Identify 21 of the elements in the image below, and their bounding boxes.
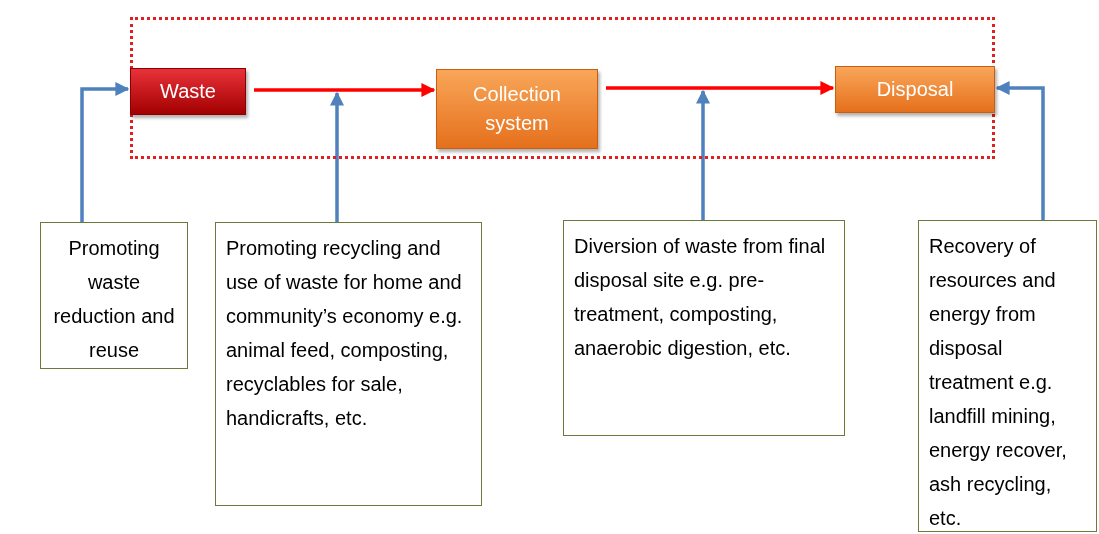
box-label: Collection system	[472, 82, 562, 136]
arrow	[254, 83, 436, 97]
process-box	[130, 68, 246, 115]
text-box	[215, 222, 482, 506]
process-box	[835, 66, 995, 113]
box-label: Promoting recycling and use of waste for home and community’s economy e.g. animal feed, composting, recyclables for sale, handicrafts, etc.	[226, 237, 463, 429]
box-label: Promoting waste reduction and reuse	[53, 237, 175, 361]
text-box	[563, 220, 845, 436]
text-box	[918, 220, 1097, 532]
process-box	[436, 69, 598, 149]
arrow	[330, 91, 344, 222]
arrow	[696, 89, 710, 220]
arrow	[606, 81, 835, 95]
box-label: Waste	[160, 79, 216, 104]
box-label: Diversion of waste from final disposal site e.g. pre-treatment, composting, anaerobic digestion, etc.	[574, 235, 826, 359]
dotted-frame	[130, 17, 995, 159]
arrow	[995, 81, 1045, 220]
box-label: Disposal	[876, 77, 954, 102]
arrow	[80, 82, 130, 222]
box-label: Recovery of resources and energy from disposal treatment e.g. landfill mining, energy recover, ash recycling, etc.	[929, 235, 1067, 529]
text-box	[40, 222, 188, 369]
